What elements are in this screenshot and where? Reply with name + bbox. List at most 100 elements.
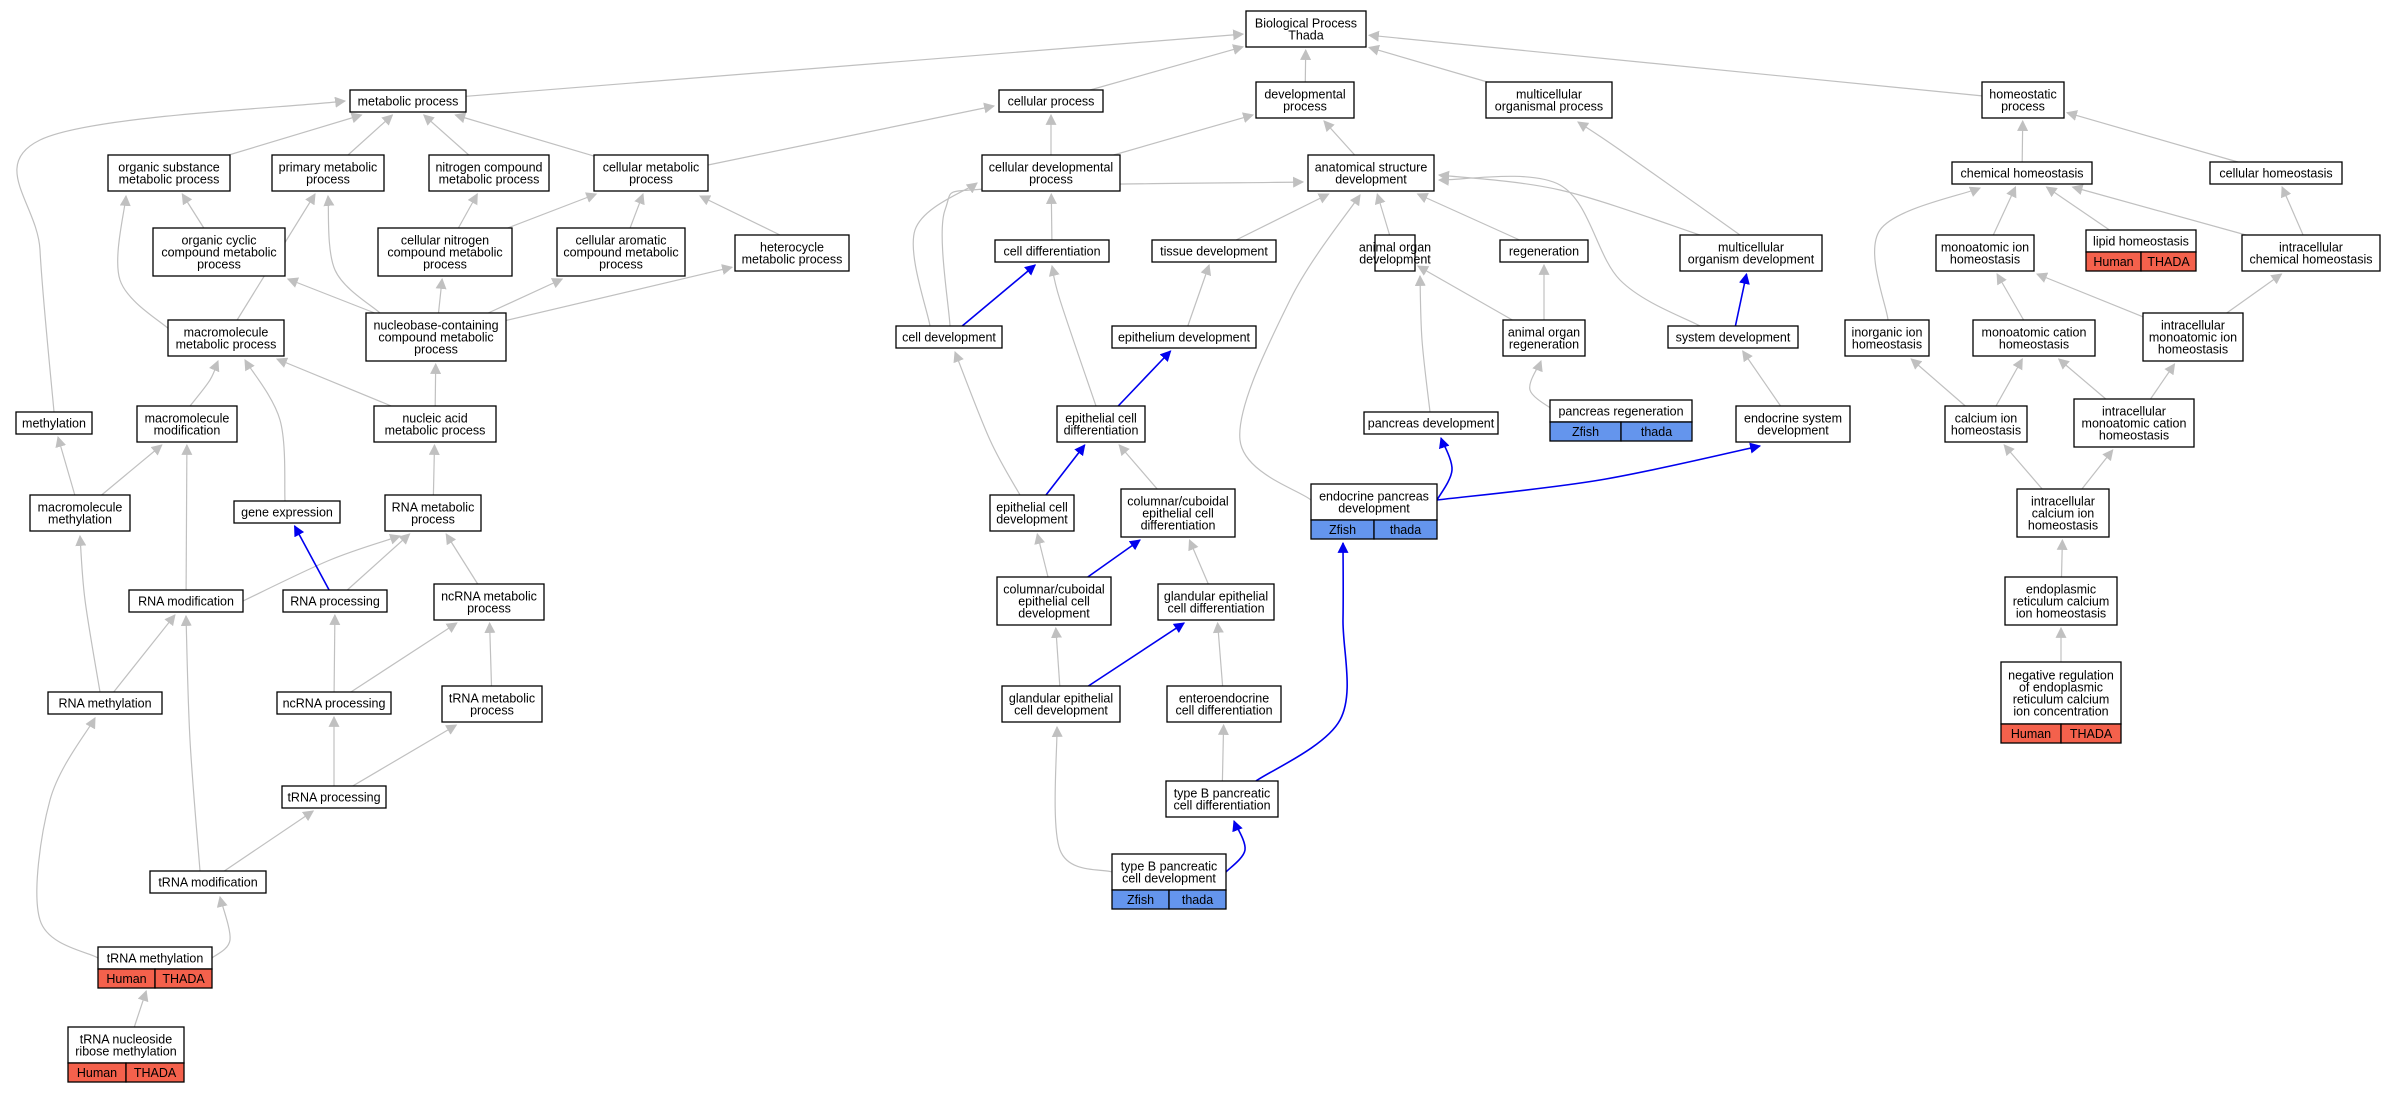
node-label-line: compound metabolic bbox=[378, 331, 493, 345]
go-node-gene-expression[interactable]: gene expression bbox=[233, 500, 341, 524]
edge-ncrna-processing-to-ncrna-mp bbox=[350, 622, 458, 693]
gene-cell bbox=[154, 968, 213, 989]
go-node-system-development[interactable]: system development bbox=[1667, 325, 1799, 349]
edge-animal-organ-development-to-anatomical-structure-development bbox=[1374, 192, 1391, 236]
node-label-line: intracellular bbox=[2279, 241, 2343, 255]
edge-macromolecule-methylation-to-macromolecule-modification bbox=[101, 444, 163, 496]
edge-macromolecule-mp-to-organic-substance-mp bbox=[117, 194, 171, 331]
edge-enteroendocrine-cd-to-glandular-ecd bbox=[1212, 621, 1224, 687]
go-node-trna-modification[interactable]: tRNA modification bbox=[149, 870, 267, 894]
go-node-cell-development[interactable]: cell development bbox=[895, 325, 1003, 349]
node-label-line: cell development bbox=[1014, 704, 1108, 718]
edge-inorganic-ion-homeostasis-to-chemical-homeostasis bbox=[1874, 186, 1982, 321]
go-node-tissue-development[interactable]: tissue development bbox=[1151, 239, 1277, 263]
node-label-line: organism development bbox=[1688, 253, 1815, 267]
go-node-rna-modification[interactable]: RNA modification bbox=[128, 589, 244, 613]
edge-rna-processing-to-gene-expression bbox=[293, 525, 330, 591]
go-node-rna-methylation[interactable]: RNA methylation bbox=[47, 691, 163, 715]
gene-cell bbox=[2140, 251, 2197, 272]
go-node-trna-processing[interactable]: tRNA processing bbox=[281, 785, 387, 809]
go-node-cellular-homeostasis[interactable]: cellular homeostasis bbox=[2209, 161, 2343, 185]
gene-label: thada bbox=[1182, 893, 1213, 907]
node-label-line: reticulum calcium bbox=[2013, 595, 2110, 609]
go-node-metabolic-process[interactable]: metabolic process bbox=[349, 89, 467, 113]
go-node-regeneration[interactable]: regeneration bbox=[1499, 239, 1589, 263]
node-label-line: process bbox=[423, 258, 467, 272]
go-node-chemical-homeostasis[interactable]: chemical homeostasis bbox=[1951, 161, 2093, 185]
node-box bbox=[128, 589, 244, 613]
edge-rna-methylation-to-macromolecule-methylation bbox=[75, 534, 101, 693]
edge-epithelial-cell-development-to-epithelial-cell-differentiation bbox=[1045, 444, 1086, 496]
go-node-cell-differentiation[interactable]: cell differentiation bbox=[994, 239, 1110, 263]
go-node-methylation[interactable]: methylation bbox=[15, 411, 93, 435]
node-box bbox=[377, 227, 513, 277]
node-box bbox=[1951, 161, 2093, 185]
go-node-rna-processing[interactable]: RNA processing bbox=[282, 589, 388, 613]
edge-type-b-pancreatic-cdev-to-glandular-ecdev bbox=[1051, 725, 1113, 873]
go-node-epithelium-development[interactable]: epithelium development bbox=[1111, 325, 1257, 349]
node-label-line: Thada bbox=[1288, 29, 1323, 43]
node-box bbox=[15, 411, 93, 435]
node-box bbox=[996, 576, 1112, 626]
edge-endocrine-pancreas-development-to-anatomical-structure-development bbox=[1239, 194, 1361, 501]
node-label-line: tRNA metabolic bbox=[449, 692, 535, 706]
go-node-cellular-process[interactable]: cellular process bbox=[998, 89, 1104, 113]
edge-rna-modification-to-rna-mp bbox=[242, 534, 402, 602]
node-label-line: calcium ion bbox=[1955, 412, 2018, 426]
go-node-pancreas-development[interactable]: pancreas development bbox=[1363, 411, 1499, 435]
node-label-line: cell differentiation bbox=[1003, 245, 1100, 259]
go-node-ncrna-processing[interactable]: ncRNA processing bbox=[276, 691, 392, 715]
edge-cell-development-to-anatomical-structure-development bbox=[941, 176, 1305, 327]
